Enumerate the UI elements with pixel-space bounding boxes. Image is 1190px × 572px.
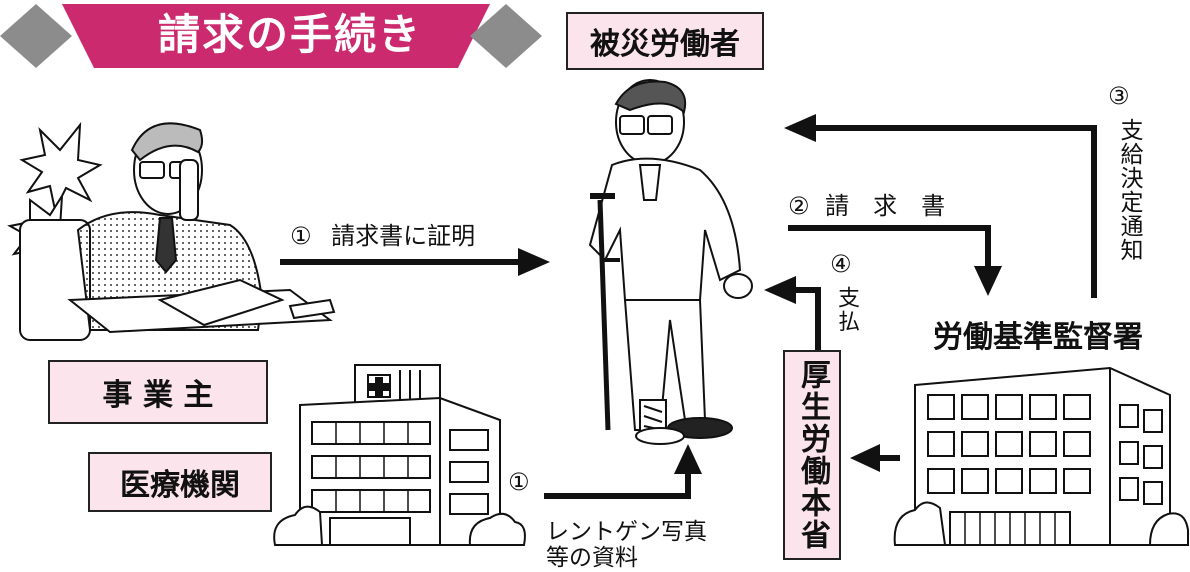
arrow-employer-to-worker xyxy=(280,248,550,276)
medical-label: 医療機関 xyxy=(88,452,272,512)
arrow-bureau-to-worker xyxy=(784,114,1097,298)
step2-label: ② 請 求 書 xyxy=(788,186,945,221)
step3-text: 支給決定通知 xyxy=(1116,118,1142,262)
ministry-label: 厚生労働本省 xyxy=(783,350,841,560)
hospital-windows xyxy=(311,421,489,515)
arrow-medical-to-worker xyxy=(544,444,702,499)
employer-label-text: 事 業 主 xyxy=(102,378,214,413)
banner-diamond-right xyxy=(470,4,542,68)
step4-text: 支払 xyxy=(834,286,859,334)
worker-illustration xyxy=(588,79,753,445)
step2-num: ② xyxy=(788,192,810,220)
step3-num: ③ xyxy=(1108,82,1130,110)
step4-num: ④ xyxy=(830,250,852,278)
step1-employer-num: ① xyxy=(290,222,312,250)
arrow-bureau-to-ministry xyxy=(850,444,900,472)
title-banner: 請求の手続き xyxy=(0,0,545,72)
step2-text: 請 求 書 xyxy=(825,192,946,220)
worker-label: 被災労働者 xyxy=(566,12,764,70)
hospital-illustration xyxy=(273,364,526,546)
banner-diamond-left xyxy=(0,4,72,68)
bureau-label: 労働基準監督署 xyxy=(933,320,1143,355)
employer-illustration xyxy=(7,121,336,341)
step1-employer-label: ① 請求書に証明 xyxy=(290,216,475,251)
step1-medical-num: ① xyxy=(508,468,530,496)
medical-label-text: 医療機関 xyxy=(120,468,240,503)
page-title: 請求の手続き xyxy=(157,10,422,59)
arrow-ministry-to-worker xyxy=(764,276,821,350)
worker-label-text: 被災労働者 xyxy=(590,27,740,62)
banner-ribbon xyxy=(62,4,490,68)
employer-label: 事 業 主 xyxy=(48,360,268,424)
bureau-windows xyxy=(927,394,1163,505)
bureau-building-illustration xyxy=(893,366,1189,546)
step1-employer-text: 請求書に証明 xyxy=(331,222,476,250)
step1-medical-line1: レントゲン写真 xyxy=(546,519,707,545)
arrow-worker-to-bureau xyxy=(788,225,1002,296)
ministry-label-text: 厚生労働本省 xyxy=(795,359,830,551)
